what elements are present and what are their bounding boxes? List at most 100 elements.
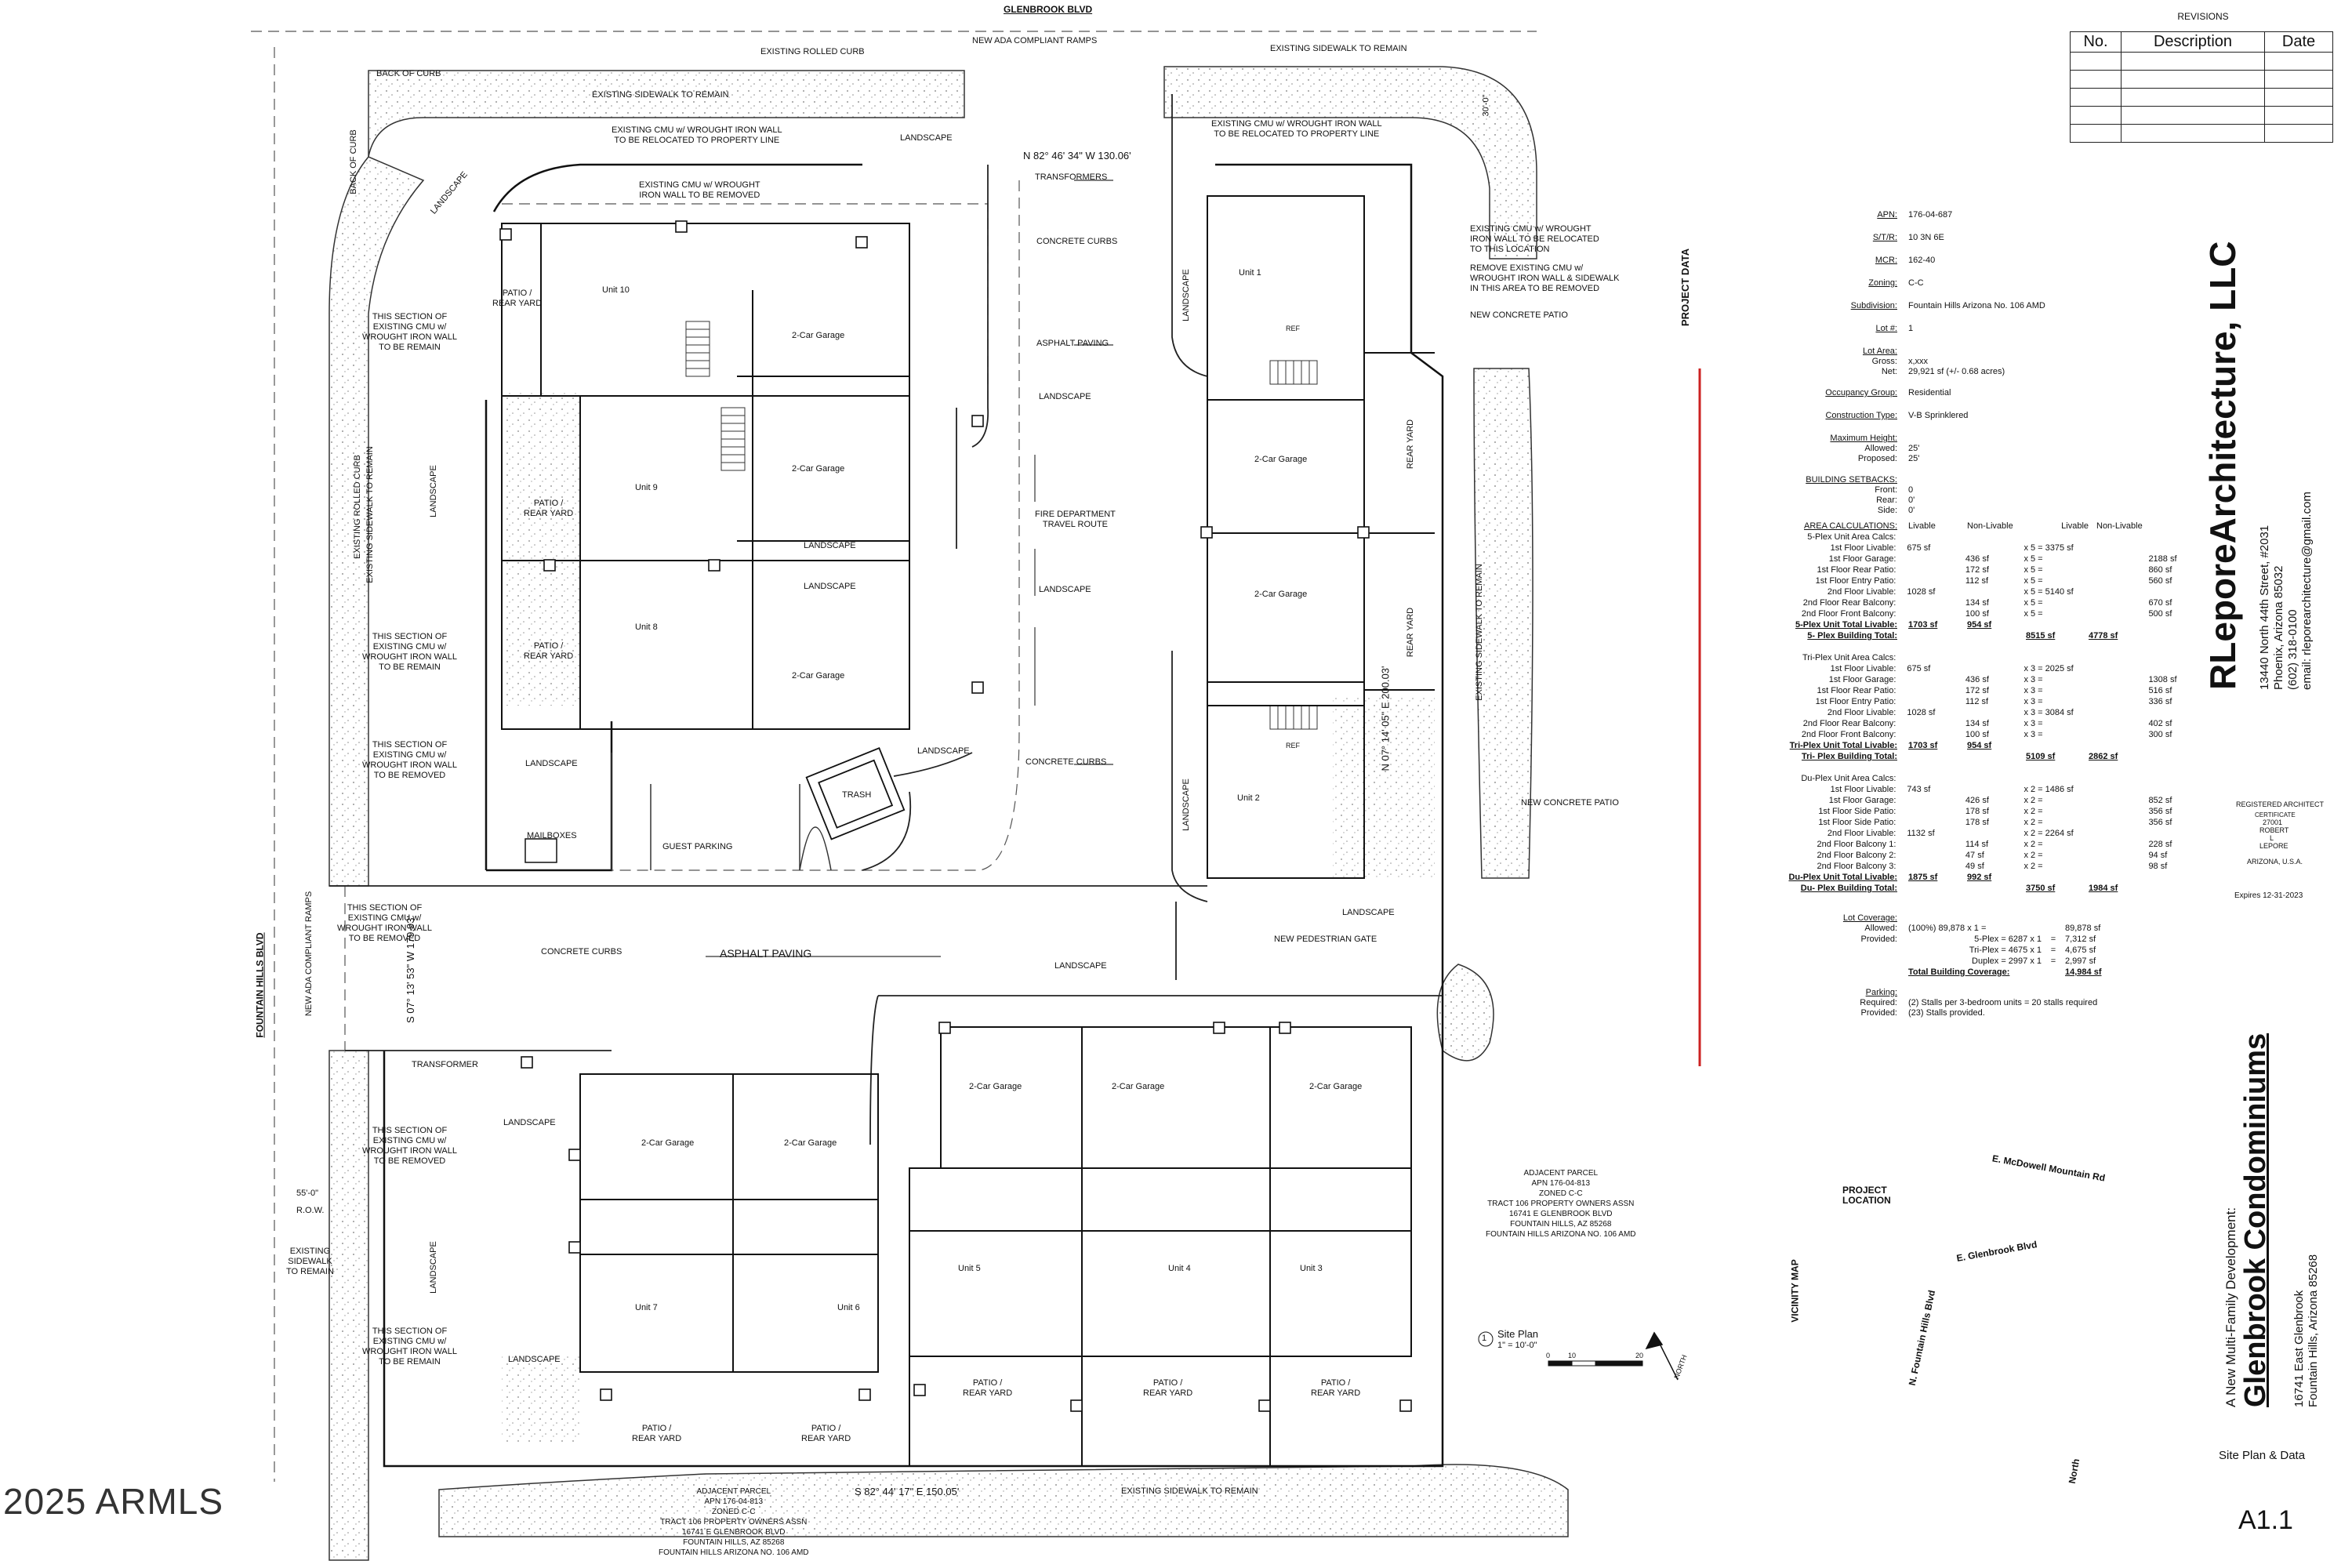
sheet-title: Site Plan & Data — [2219, 1449, 2306, 1462]
project-data-heading: PROJECT DATA — [1679, 248, 1692, 327]
firm-email: email: rleporearchitecture@gmail.com — [2300, 492, 2314, 690]
building-units-8-10 — [501, 223, 910, 730]
pd-row-zoning: Zoning:C-C — [1868, 278, 1924, 288]
vicinity-heading: VICINITY MAP — [1789, 1259, 1801, 1323]
project-data-table: APN:176-04-687 S/T/R:10 3N 6E MCR:162-40… — [1693, 204, 2203, 1018]
new-ada-ramps-left-label: NEW ADA COMPLIANT RAMPS — [304, 891, 314, 1017]
ref-label: REF — [1286, 325, 1300, 332]
bearing-bottom: S 82° 44' 17" E 150.05' — [855, 1486, 960, 1497]
landscape-label: LANDSCAPE — [1039, 392, 1091, 401]
bearing-right: N 07° 14' 05" E 200.03' — [1379, 666, 1392, 771]
back-of-curb-label: BACK OF CURB — [376, 69, 441, 78]
armls-watermark: 2025 ARMLS — [3, 1481, 224, 1522]
trash-enclosure — [805, 747, 906, 840]
section-removed-label-1: THIS SECTION OF EXISTING CMU w/ WROUGHT … — [362, 740, 458, 780]
pd-row-subdivision: Subdivision:Fountain Hills Arizona No. 1… — [1850, 301, 2045, 310]
landscape-areas — [502, 392, 1435, 1443]
unit-4-label: Unit 4 — [1168, 1264, 1191, 1273]
site-plan-title: Site Plan — [1497, 1328, 1539, 1340]
seal-name-1: ROBERT — [2259, 826, 2289, 834]
pd-row-mcr: MCR:162-40 — [1875, 256, 1936, 265]
new-concrete-patio-label-1: NEW CONCRETE PATIO — [1470, 310, 1568, 320]
garage-label: 2-Car Garage — [792, 671, 845, 681]
site-plan-drawing — [251, 31, 1701, 1561]
rev-col-date: Date — [2264, 31, 2333, 53]
rear-yard-label: REAR YARD — [1406, 607, 1416, 658]
sheet-number: A1.1 — [2238, 1505, 2293, 1535]
project-address-1: 16741 East Glenbrook — [2292, 1290, 2306, 1407]
existing-sidewalk-left-label: EXISTING SIDEWALK TO REMAIN — [365, 446, 375, 583]
area-calc-row: Du-Plex Unit Area Calcs: — [1801, 774, 1896, 783]
fire-route-label: FIRE DEPARTMENT TRAVEL ROUTE — [1035, 510, 1116, 529]
garage-label: 2-Car Garage — [1112, 1082, 1165, 1091]
rear-yard-label: REAR YARD — [1406, 419, 1416, 470]
trash-label: TRASH — [842, 790, 872, 800]
existing-sidewalk-top-left-label: EXISTING SIDEWALK TO REMAIN — [592, 90, 729, 100]
patio-rear-yard-label: PATIO / REAR YARD — [1311, 1378, 1361, 1398]
concrete-curbs-label-2: CONCRETE CURBS — [1025, 757, 1107, 767]
vicinity-north: North — [2066, 1457, 2082, 1485]
site-north-arrow — [1645, 1331, 1679, 1381]
unit-3-label: Unit 3 — [1300, 1264, 1323, 1273]
existing-rolled-curb-label-v: EXISTING ROLLED CURB — [352, 455, 362, 559]
section-removed-label-3: THIS SECTION OF EXISTING CMU w/ WROUGHT … — [362, 1126, 458, 1166]
landscape-label: LANDSCAPE — [1054, 961, 1107, 971]
asphalt-paving-label-1: ASPHALT PAVING — [1036, 339, 1109, 348]
garage-label: 2-Car Garage — [1254, 590, 1308, 599]
rev-col-description: Description — [2121, 31, 2265, 53]
transformer-label: TRANSFORMER — [412, 1060, 478, 1069]
area-calcs-header: AREA CALCULATIONS: Livable Non-Livable L… — [1804, 521, 2143, 531]
transformers-label: TRANSFORMERS — [1035, 172, 1108, 182]
garage-label: 2-Car Garage — [792, 464, 845, 474]
sidewalks — [328, 66, 1569, 1561]
guest-parking-label: GUEST PARKING — [662, 842, 733, 851]
cmu-relocate-right-label: EXISTING CMU w/ WROUGHT IRON WALL TO BE … — [1211, 119, 1382, 139]
new-pedestrian-gate-label: NEW PEDESTRIAN GATE — [1274, 935, 1377, 944]
area-calc-blocks: 5-Plex Unit Area Calcs:1st Floor Livable… — [1693, 532, 2203, 906]
patio-rear-yard-label: PATIO / REAR YARD — [801, 1424, 851, 1443]
pd-lot-area: Lot Area: — [1862, 347, 1897, 356]
row-label: R.O.W. — [296, 1206, 325, 1215]
mailboxes-label: MAILBOXES — [527, 831, 577, 840]
garage-label: 2-Car Garage — [784, 1138, 837, 1148]
ref-label: REF — [1286, 742, 1300, 750]
patio-rear-yard-label: PATIO / REAR YARD — [492, 289, 543, 308]
scale-20: 20 — [1635, 1352, 1644, 1359]
pd-row-str: S/T/R:10 3N 6E — [1872, 233, 1944, 242]
scale-10: 10 — [1568, 1352, 1577, 1359]
adjacent-parcel-bottom: ADJACENT PARCEL APN 176-04-813 ZONED C-C… — [659, 1487, 809, 1557]
pd-row-lot: Lot #:1 — [1875, 324, 1914, 333]
dim-30: 30'-0" — [1481, 94, 1491, 117]
landscape-label: LANDSCAPE — [503, 1118, 556, 1127]
landscape-label: LANDSCAPE — [1342, 908, 1395, 917]
section-removed-label-2: THIS SECTION OF EXISTING CMU w/ WROUGHT … — [337, 903, 433, 943]
seal-cert: CERTIFICATE — [2255, 811, 2296, 818]
vicinity-project-location: PROJECT LOCATION — [1842, 1185, 1891, 1206]
pd-row-apn: APN:176-04-687 — [1877, 210, 1953, 220]
seal-number: 27001 — [2263, 818, 2283, 826]
existing-sidewalk-right-label: EXISTING SIDEWALK TO REMAIN — [1474, 564, 1484, 701]
seal-expires: Expires 12-31-2023 — [2234, 891, 2303, 900]
rev-row — [2070, 70, 2333, 89]
row-dim-label: 55'-0" — [296, 1189, 319, 1198]
section-remain-label-2: THIS SECTION OF EXISTING CMU w/ WROUGHT … — [362, 632, 458, 672]
section-remain-label-1: THIS SECTION OF EXISTING CMU w/ WROUGHT … — [362, 312, 458, 352]
remove-cmu-sidewalk-label: REMOVE EXISTING CMU w/ WROUGHT IRON WALL… — [1470, 263, 1620, 293]
bearing-top: N 82° 46' 34" W 130.06' — [1023, 150, 1131, 162]
existing-sidewalk-top-right-label: EXISTING SIDEWALK TO REMAIN — [1270, 44, 1407, 53]
bearing-left: S 07° 13' 53" W 179.93' — [404, 916, 416, 1023]
unit-6-label: Unit 6 — [837, 1303, 860, 1312]
firm-address-1: 13440 North 44th Street, #2031 — [2258, 524, 2271, 690]
curbs — [329, 94, 1443, 1145]
